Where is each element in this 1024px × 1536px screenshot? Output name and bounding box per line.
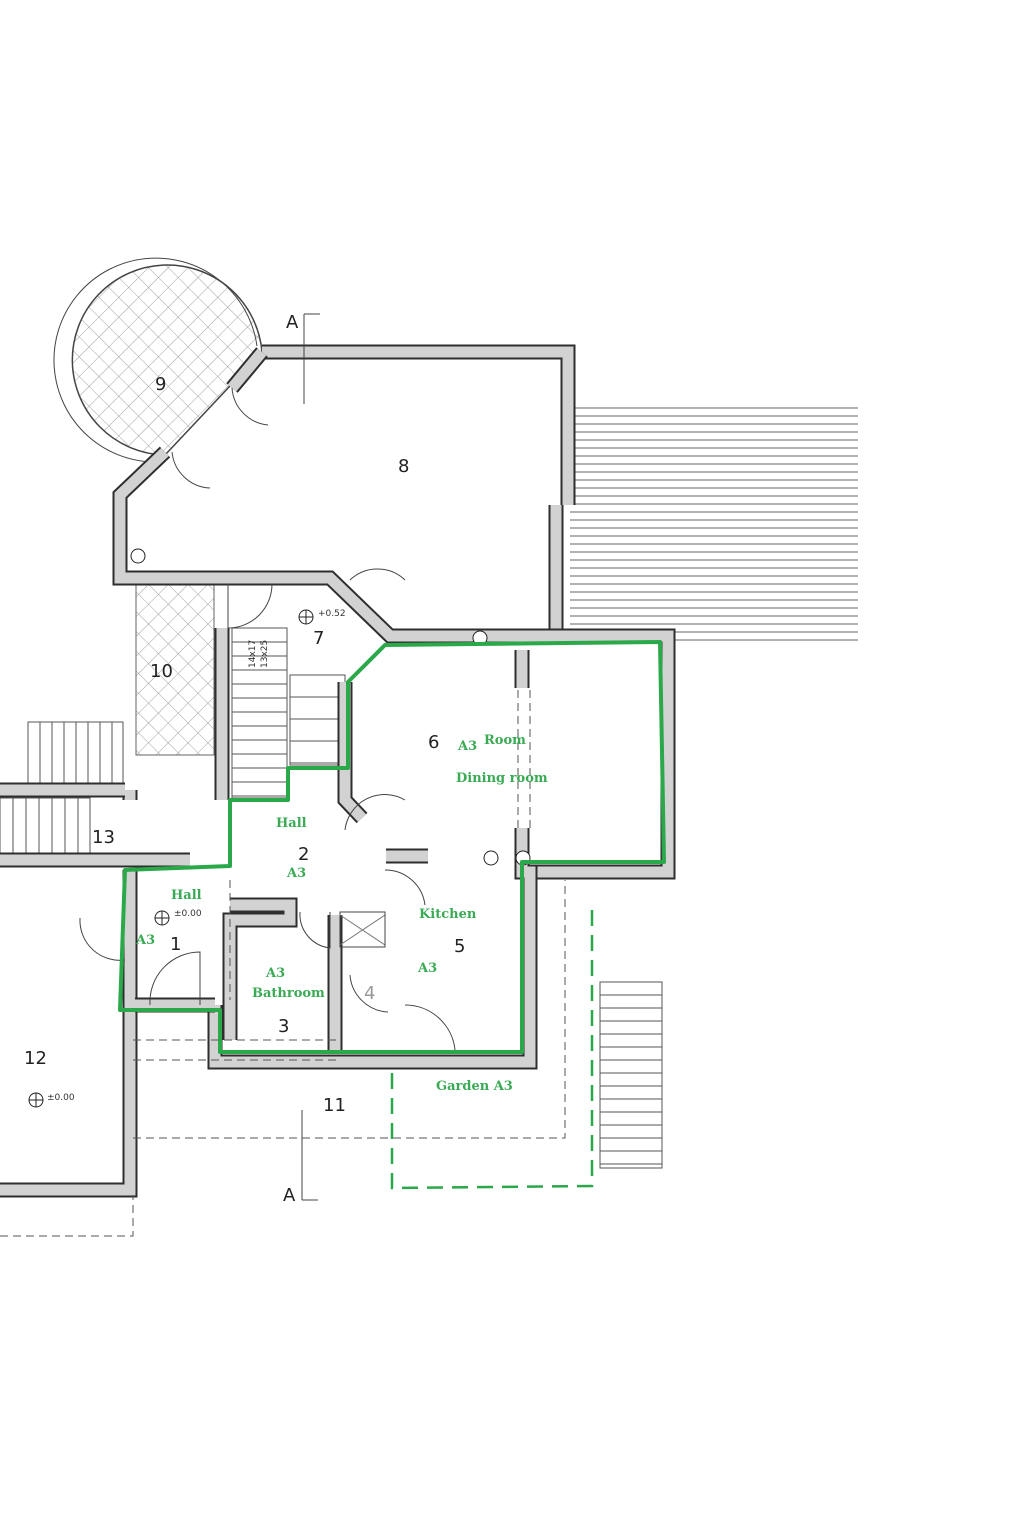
label-garden: Garden A3 <box>436 1079 513 1094</box>
label-a3-6: A3 <box>457 739 477 754</box>
room-number-12: 12 <box>24 1048 47 1069</box>
level-label-room1: ±0.00 <box>174 909 202 919</box>
room-number-2: 2 <box>298 844 309 865</box>
label-a3-2: A3 <box>286 866 306 881</box>
room-number-9: 9 <box>155 374 166 395</box>
level-label-room7: +0.52 <box>318 609 346 619</box>
label-a3-1: A3 <box>135 933 155 948</box>
wall-fill <box>114 448 612 642</box>
stair-flight <box>599 981 663 1169</box>
room-number-11: 11 <box>323 1095 346 1116</box>
terrace-9 <box>53 257 263 463</box>
stairs <box>0 627 663 1169</box>
wall-fill <box>0 870 136 1196</box>
wall-outline <box>207 828 538 1070</box>
room-number-5: 5 <box>454 936 465 957</box>
room-number-8: 8 <box>398 456 409 477</box>
wall-outline <box>532 628 676 880</box>
label-a3-5: A3 <box>417 961 437 976</box>
stair-flight <box>289 674 346 766</box>
stair-dim-2: 13x25 <box>260 640 270 668</box>
wall-fill <box>209 828 536 1068</box>
green-boundary-route <box>118 640 666 1054</box>
wall-fill <box>339 682 366 822</box>
room-number-6: 6 <box>428 732 439 753</box>
section-mark-top: A <box>286 312 299 333</box>
room-number-4: 4 <box>364 983 375 1004</box>
label-kitchen: Kitchen <box>419 907 477 922</box>
level-label-room12: ±0.00 <box>47 1093 75 1103</box>
label-a3-3: A3 <box>265 966 285 981</box>
room-number-1: 1 <box>170 934 181 955</box>
wall-fill <box>262 346 574 505</box>
wooden-deck <box>570 407 858 641</box>
room-number-10: 10 <box>150 661 173 682</box>
room-number-3: 3 <box>278 1016 289 1037</box>
wall-fill <box>532 630 674 878</box>
room-number-13: 13 <box>92 827 115 848</box>
green-garden-boundary <box>390 910 594 1190</box>
dashed-outlines <box>0 690 566 1237</box>
label-room-6: Room <box>484 733 526 748</box>
label-hall-1: Hall <box>171 888 202 903</box>
label-hall-2: Hall <box>276 816 307 831</box>
section-mark-bottom: A <box>283 1185 296 1206</box>
section-line-a <box>301 313 320 1201</box>
level-marks <box>28 548 531 1108</box>
wall-outline <box>0 870 138 1198</box>
wall-fill <box>227 348 267 392</box>
doors <box>79 387 456 1051</box>
room-number-7: 7 <box>313 628 324 649</box>
wall-outline <box>262 344 576 505</box>
label-dining-room: Dining room <box>456 771 548 786</box>
stair-dim-1: 14x17 <box>248 640 258 668</box>
label-bathroom: Bathroom <box>252 986 325 1001</box>
patio-10 <box>135 579 215 756</box>
